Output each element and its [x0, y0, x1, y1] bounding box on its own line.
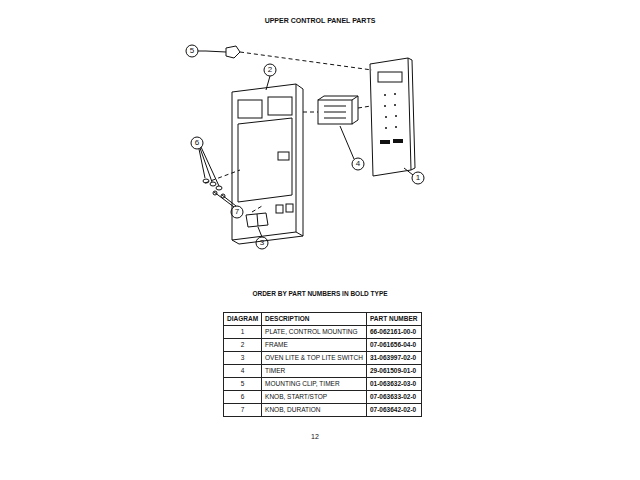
diagram-number: 3: [224, 352, 262, 365]
part-description: OVEN LITE & TOP LITE SWITCH: [262, 352, 367, 365]
callout-number: 5: [186, 46, 198, 56]
part-number: 31-063997-02-0: [366, 352, 421, 365]
order-note: ORDER BY PART NUMBERS IN BOLD TYPE: [252, 290, 387, 297]
part-description: KNOB, DURATION: [262, 404, 367, 417]
diagram-number: 2: [224, 339, 262, 352]
part-description: KNOB, START/STOP: [262, 391, 367, 404]
callout-number: 2: [264, 65, 276, 75]
table-header: DIAGRAM: [224, 313, 262, 326]
callout-number: 3: [256, 238, 268, 248]
diagram-number: 4: [224, 365, 262, 378]
part-number: 07-061656-04-0: [366, 339, 421, 352]
part-description: MOUNTING CLIP, TIMER: [262, 378, 367, 391]
callout-number: 7: [231, 207, 243, 217]
part-number: 66-062161-00-0: [366, 326, 421, 339]
part-number: 29-061509-01-0: [366, 365, 421, 378]
diagram-number: 5: [224, 378, 262, 391]
parts-table: DIAGRAMDESCRIPTIONPART NUMBER 1PLATE, CON…: [223, 312, 422, 417]
part-description: FRAME: [262, 339, 367, 352]
page-number: 12: [311, 433, 319, 440]
part-description: TIMER: [262, 365, 367, 378]
page-title: UPPER CONTROL PANEL PARTS: [265, 17, 376, 24]
callout-number: 1: [412, 173, 424, 183]
callout-number: 6: [191, 138, 203, 148]
part-number: 07-063633-02-0: [366, 391, 421, 404]
diagram-number: 6: [224, 391, 262, 404]
callout-number: 4: [352, 159, 364, 169]
diagram-number: 1: [224, 326, 262, 339]
part-number: 07-063642-02-0: [366, 404, 421, 417]
diagram-number: 7: [224, 404, 262, 417]
part-description: PLATE, CONTROL MOUNTING: [262, 326, 367, 339]
table-header: DESCRIPTION: [262, 313, 367, 326]
table-header: PART NUMBER: [366, 313, 421, 326]
part-number: 01-063632-03-0: [366, 378, 421, 391]
